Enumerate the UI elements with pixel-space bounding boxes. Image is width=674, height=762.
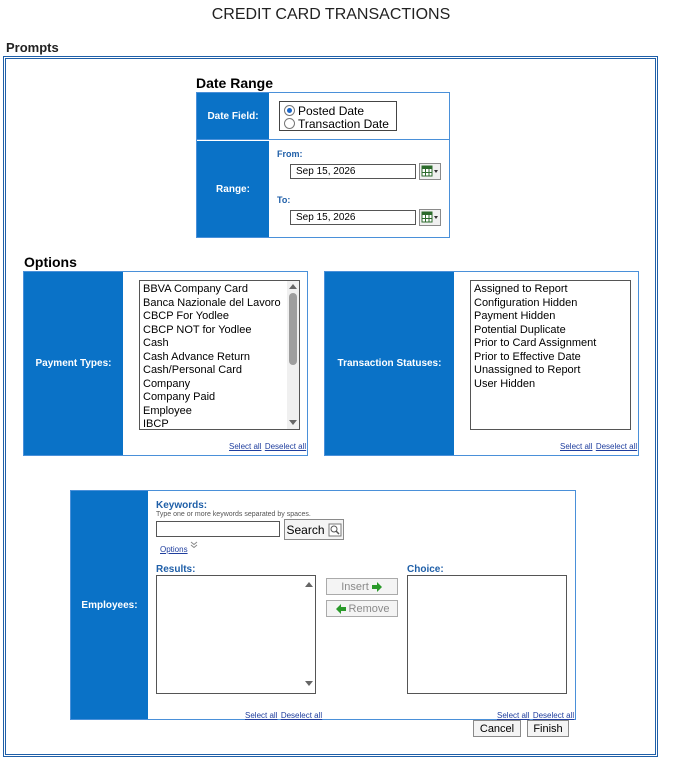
insert-button-label: Insert bbox=[341, 580, 369, 593]
search-icon bbox=[328, 523, 342, 536]
scroll-down-icon[interactable] bbox=[305, 681, 313, 686]
keywords-label: Keywords: bbox=[156, 500, 208, 511]
results-label: Results: bbox=[156, 564, 196, 575]
radio-label: Transaction Date bbox=[298, 116, 389, 131]
options-link[interactable]: Options bbox=[160, 545, 188, 554]
radio-button[interactable] bbox=[284, 105, 295, 116]
list-item[interactable]: Company bbox=[143, 377, 191, 390]
list-item[interactable]: IBCP bbox=[143, 418, 169, 430]
radio-transaction-date[interactable]: Transaction Date bbox=[284, 116, 392, 131]
from-calendar-button[interactable] bbox=[419, 163, 441, 180]
employees-label: Employees: bbox=[71, 491, 148, 719]
list-item[interactable]: Configuration Hidden bbox=[474, 296, 578, 309]
divider bbox=[197, 139, 449, 140]
scroll-up-icon[interactable] bbox=[289, 284, 297, 289]
list-item[interactable]: Company Paid bbox=[143, 391, 216, 403]
scroll-down-icon[interactable] bbox=[289, 420, 297, 425]
results-select-all-link[interactable]: Select all bbox=[245, 711, 278, 720]
range-label: Range: bbox=[197, 141, 269, 237]
calendar-icon bbox=[421, 165, 438, 177]
list-item[interactable]: CBCP For Yodlee bbox=[143, 310, 230, 322]
results-deselect-all-link[interactable]: Deselect all bbox=[280, 711, 323, 720]
prompts-frame bbox=[3, 56, 658, 757]
insert-button[interactable]: Insert bbox=[326, 578, 398, 595]
list-item[interactable]: BBVA Company Card bbox=[143, 283, 248, 295]
results-listbox[interactable] bbox=[156, 575, 316, 694]
keywords-input[interactable] bbox=[156, 521, 280, 537]
date-field-label: Date Field: bbox=[197, 93, 269, 139]
list-item[interactable]: Assigned to Report bbox=[474, 283, 568, 295]
select-all-link[interactable]: Select all bbox=[229, 442, 262, 451]
list-item[interactable]: Payment Hidden bbox=[474, 310, 556, 322]
list-item[interactable]: User Hidden bbox=[474, 377, 536, 390]
options-heading: Options bbox=[24, 254, 77, 270]
calendar-icon bbox=[421, 211, 438, 223]
chevron-down-icon[interactable] bbox=[190, 541, 198, 549]
transaction-statuses-panel: Transaction Statuses: Assigned to Report… bbox=[324, 271, 639, 456]
list-item[interactable]: Cash/Personal Card bbox=[143, 364, 243, 376]
list-item[interactable]: Prior to Effective Date bbox=[474, 350, 581, 363]
deselect-all-link[interactable]: Deselect all bbox=[595, 442, 638, 451]
list-item[interactable]: Employee bbox=[143, 404, 192, 417]
cancel-button[interactable]: Cancel bbox=[473, 720, 521, 737]
list-item[interactable]: Cash Advance Return bbox=[143, 350, 251, 363]
scroll-thumb[interactable] bbox=[289, 293, 297, 365]
from-label: From: bbox=[277, 149, 303, 159]
remove-button[interactable]: Remove bbox=[326, 600, 398, 617]
prompts-label: Prompts bbox=[6, 40, 59, 55]
search-button-label: Search bbox=[286, 522, 325, 537]
select-all-link[interactable]: Select all bbox=[560, 442, 593, 451]
radio-posted-date[interactable]: Posted Date bbox=[284, 103, 392, 118]
radio-label: Posted Date bbox=[298, 103, 365, 118]
from-date-input[interactable]: Sep 15, 2026 bbox=[290, 164, 416, 179]
radio-button[interactable] bbox=[284, 118, 295, 129]
arrow-right-icon bbox=[371, 581, 382, 592]
scrollbar[interactable] bbox=[287, 281, 299, 429]
arrow-left-icon bbox=[335, 603, 346, 614]
deselect-all-link[interactable]: Deselect all bbox=[264, 442, 307, 451]
employees-panel: Employees: Keywords: Type one or more ke… bbox=[70, 490, 576, 720]
date-range-heading: Date Range bbox=[196, 75, 274, 91]
list-item[interactable]: Prior to Card Assignment bbox=[474, 337, 597, 349]
list-item[interactable]: CBCP NOT for Yodlee bbox=[143, 323, 252, 336]
scroll-up-icon[interactable] bbox=[305, 582, 313, 587]
scrollbar[interactable] bbox=[303, 576, 315, 693]
keywords-help-text: Type one or more keywords separated by s… bbox=[156, 511, 311, 518]
list-item[interactable]: Cash bbox=[143, 337, 169, 349]
page-title: CREDIT CARD TRANSACTIONS bbox=[211, 6, 451, 23]
finish-button[interactable]: Finish bbox=[527, 720, 569, 737]
transaction-statuses-label: Transaction Statuses: bbox=[325, 272, 454, 455]
to-date-input[interactable]: Sep 15, 2026 bbox=[290, 210, 416, 225]
choice-listbox[interactable] bbox=[407, 575, 567, 694]
payment-types-label: Payment Types: bbox=[24, 272, 123, 455]
date-field-radio-group: Posted Date Transaction Date bbox=[279, 101, 397, 131]
choice-deselect-all-link[interactable]: Deselect all bbox=[532, 711, 575, 720]
choice-select-all-link[interactable]: Select all bbox=[497, 711, 530, 720]
to-calendar-button[interactable] bbox=[419, 209, 441, 226]
list-item[interactable]: Potential Duplicate bbox=[474, 323, 566, 336]
remove-button-label: Remove bbox=[348, 602, 390, 615]
date-range-panel: Date Field: Range: Posted Date Transacti… bbox=[196, 92, 450, 238]
list-item[interactable]: Banca Nazionale del Lavoro bbox=[143, 296, 281, 309]
search-button[interactable]: Search bbox=[284, 519, 344, 540]
to-label: To: bbox=[277, 195, 291, 205]
list-item[interactable]: Unassigned to Report bbox=[474, 364, 581, 376]
choice-label: Choice: bbox=[407, 564, 444, 575]
